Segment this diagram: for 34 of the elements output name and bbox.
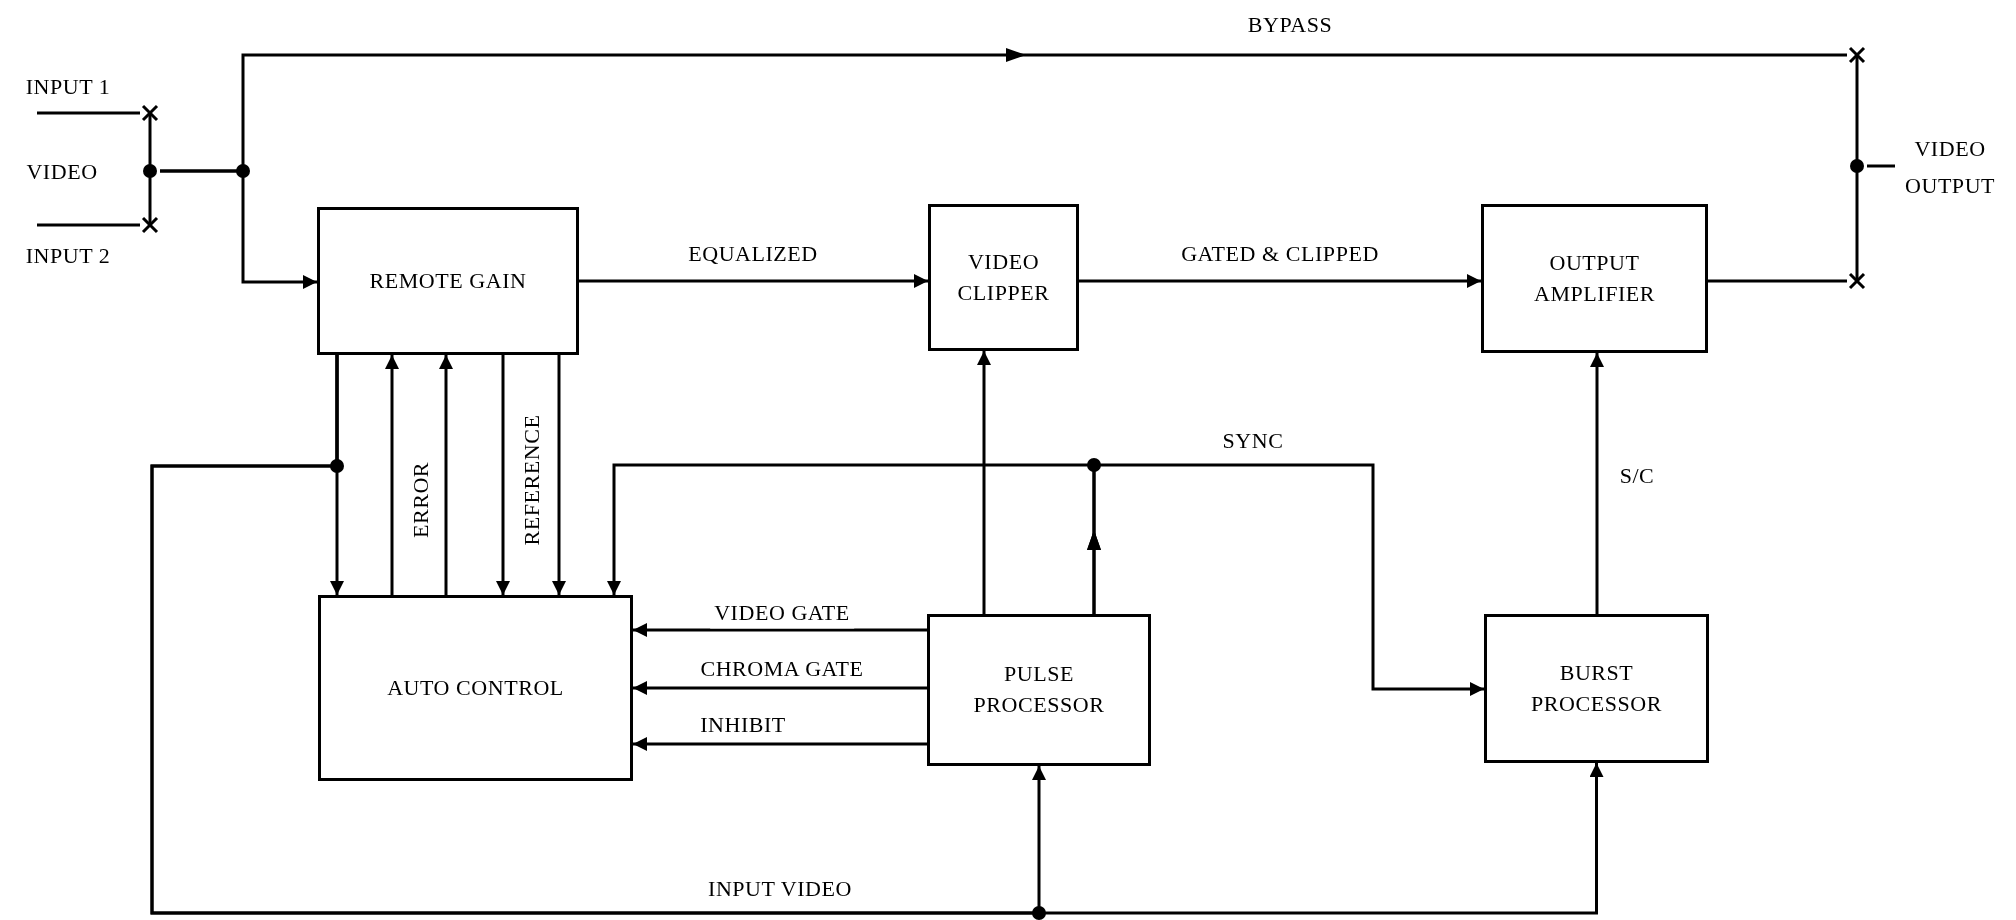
arrow — [633, 737, 927, 751]
output-label: VIDEO OUTPUT — [1905, 134, 1995, 200]
arrow — [1590, 353, 1604, 614]
arrow — [160, 48, 1847, 173]
arrow — [1087, 463, 1484, 696]
input-label: VIDEO — [26, 157, 98, 186]
switch-symbol — [140, 103, 160, 235]
box-label: PULSE PROCESSOR — [972, 660, 1106, 719]
arrow — [439, 355, 453, 595]
arrow — [552, 355, 566, 595]
box-label: VIDEO CLIPPER — [956, 247, 1051, 307]
connector-line — [37, 111, 140, 115]
process-box — [1484, 614, 1709, 763]
arrow — [385, 355, 399, 595]
box-label: OUTPUT AMPLIFIER — [1532, 248, 1657, 308]
box-label: BURST PROCESSOR — [1530, 658, 1663, 718]
arrow — [633, 623, 927, 637]
arrow — [1079, 274, 1481, 288]
box-label: AUTO CONTROL — [386, 673, 565, 702]
switch-symbol — [1847, 45, 1867, 291]
connector-line — [1708, 279, 1847, 283]
arrow — [579, 274, 928, 288]
process-box — [927, 614, 1151, 766]
arrow — [633, 681, 927, 695]
connector-line — [37, 223, 140, 227]
process-box — [928, 204, 1079, 351]
process-box — [318, 595, 633, 781]
arrow — [150, 355, 1604, 915]
arrow — [496, 355, 510, 595]
process-box — [317, 207, 579, 355]
process-box — [1481, 204, 1708, 353]
arrow — [977, 351, 991, 614]
box-label: REMOTE GAIN — [368, 266, 528, 295]
connector-line — [1867, 164, 1895, 168]
